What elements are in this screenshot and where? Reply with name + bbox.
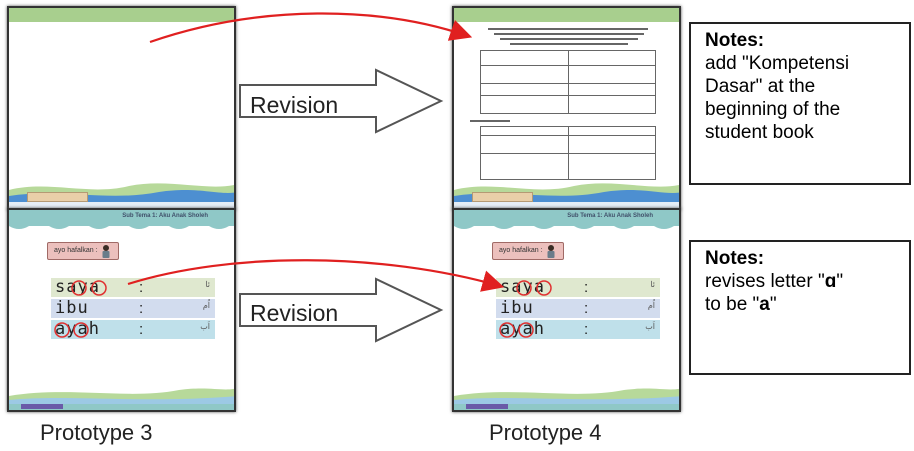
revision-label-top: Revision [250, 92, 339, 118]
word-row-saya: saya : ئا [496, 278, 660, 297]
footer-bar [9, 404, 234, 410]
hills-decoration [9, 388, 234, 404]
note-line: beginning of the [705, 99, 841, 120]
footer-tag [466, 404, 508, 409]
doc-title-line [510, 43, 628, 45]
note-line: Dasar" at the [705, 76, 816, 97]
memorize-box: ayo hafalkan : [47, 242, 119, 260]
doc-title-line [488, 28, 648, 30]
doc-title-line [494, 33, 644, 35]
revision-arrow-bottom [239, 277, 444, 343]
footer-tag [27, 192, 88, 202]
book-page-header [454, 210, 679, 226]
prototype4-competency-page [452, 6, 681, 210]
word-saya: saya [55, 277, 100, 297]
green-top-band [454, 8, 679, 22]
memorize-box: ayo hafalkan : [492, 242, 564, 260]
letter-highlight-circles [54, 280, 107, 338]
word-colon: : [584, 279, 589, 296]
word-colon: : [139, 321, 144, 338]
word-ibu: ibu [55, 298, 89, 318]
doc-title-line [500, 38, 638, 40]
child-figure-icon [102, 245, 110, 258]
word-row-ayah: ayah : اَب [496, 320, 660, 339]
note-box-letter: Notes: revises letter "ɑ" to be "a" [689, 240, 911, 375]
word-colon: : [139, 300, 144, 317]
arabic-word: ئا [650, 280, 655, 289]
competency-table-1 [480, 50, 656, 114]
caption-prototype-4: Prototype 4 [489, 420, 602, 445]
arabic-word: اُم [647, 301, 655, 310]
word-colon: : [584, 300, 589, 317]
arabic-word: اَب [200, 322, 210, 331]
note-line: revises letter "ɑ" [705, 271, 844, 292]
note-box-kompetensi: Notes: add "Kompetensi Dasar" at the beg… [689, 22, 911, 185]
prototype4-book-page: Sub Tema 1: Aku Anak Sholeh ayo hafalkan… [452, 208, 681, 412]
prototype3-cover-page [7, 6, 236, 210]
footer-tag [21, 404, 63, 409]
memorize-label: ayo hafalkan : [499, 247, 543, 254]
memorize-label: ayo hafalkan : [54, 247, 98, 254]
note-heading: Notes: [705, 30, 765, 51]
revision-arrow-top [239, 68, 444, 134]
book-page-title: Sub Tema 1: Aku Anak Sholeh [567, 213, 653, 219]
word-colon: : [139, 279, 144, 296]
arabic-word: اَب [645, 322, 655, 331]
word-row-ibu: ibu : اُم [51, 299, 215, 318]
footer-bar [454, 404, 679, 410]
word-saya: saya [500, 277, 545, 297]
footer-tag [472, 192, 533, 202]
arabic-word: ئا [205, 280, 210, 289]
prototype3-book-page: Sub Tema 1: Aku Anak Sholeh ayo hafalkan… [7, 208, 236, 412]
note-line: to be "a" [705, 294, 777, 315]
book-page-header [9, 210, 234, 226]
doc-section-line [470, 120, 510, 122]
word-row-ibu: ibu : اُم [496, 299, 660, 318]
letter-highlight-circles [499, 280, 552, 338]
book-page-title: Sub Tema 1: Aku Anak Sholeh [122, 213, 208, 219]
word-ibu: ibu [500, 298, 534, 318]
note-heading: Notes: [705, 248, 765, 269]
green-top-band [9, 8, 234, 22]
wave-decoration [9, 224, 234, 229]
competency-table-2 [480, 126, 656, 180]
revision-label-bottom: Revision [250, 300, 339, 326]
note-line: add "Kompetensi [705, 53, 850, 74]
note-line: student book [705, 122, 814, 143]
arabic-word: اُم [202, 301, 210, 310]
child-figure-icon [547, 245, 555, 258]
caption-prototype-3: Prototype 3 [40, 420, 153, 445]
wave-decoration [454, 224, 679, 229]
word-colon: : [584, 321, 589, 338]
hills-decoration [454, 388, 679, 404]
